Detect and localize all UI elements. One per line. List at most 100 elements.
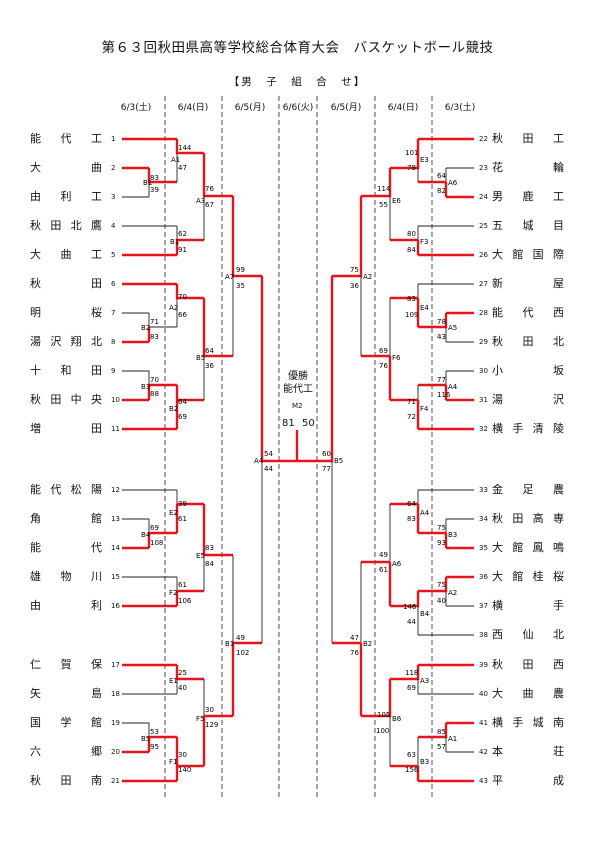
score-label-58: 54	[264, 450, 273, 458]
date-header-2: 6/5(月)	[234, 103, 266, 113]
left-seed-9: 9	[111, 367, 116, 375]
left-seed-19: 19	[111, 719, 120, 727]
right-seed-29: 29	[479, 338, 488, 346]
right-team-37: 横手	[492, 599, 564, 612]
score-label-108: A6	[392, 560, 402, 568]
right-seed-33: 33	[479, 486, 488, 494]
score-label-112: 105	[377, 711, 390, 719]
score-label-52: 99	[236, 266, 245, 274]
left-seed-7: 7	[111, 309, 116, 317]
score-label-13: 53	[150, 728, 159, 736]
score-label-14: 95	[150, 743, 159, 751]
final-score-right: 50	[302, 418, 315, 429]
score-label-1: 83	[150, 174, 159, 182]
bracket-line-140	[332, 562, 362, 644]
score-label-97: 118	[405, 669, 418, 677]
score-label-86: 109	[405, 311, 418, 319]
score-label-67: 77	[437, 376, 446, 384]
right-team-31: 湯沢	[492, 393, 564, 406]
score-label-91: 64	[407, 500, 416, 508]
score-label-9: B4	[141, 531, 151, 539]
right-team-22: 秋田工	[492, 132, 564, 145]
score-label-5: 83	[150, 333, 159, 341]
score-label-85: 83	[407, 295, 416, 303]
score-label-90: A4	[420, 509, 430, 517]
score-label-60: A6	[448, 179, 458, 187]
score-label-89: 72	[407, 413, 416, 421]
score-label-99: B3	[420, 758, 429, 766]
left-team-13: 角館	[30, 512, 102, 525]
score-label-81: F3	[420, 238, 428, 246]
score-label-40: 76	[205, 185, 214, 193]
score-label-6: B3	[141, 383, 150, 391]
score-label-11: 108	[150, 539, 163, 547]
score-label-77: 57	[437, 743, 446, 751]
left-team-11: 増田	[30, 422, 102, 435]
score-label-54: B1	[225, 640, 234, 648]
left-seed-5: 5	[111, 251, 116, 259]
score-label-25: 64	[178, 398, 187, 406]
right-team-25: 五城目	[492, 219, 564, 232]
right-team-36: 大館桂桜	[492, 570, 564, 583]
score-label-96: A3	[420, 677, 429, 685]
score-label-0: B1	[143, 179, 152, 187]
date-header-0: 6/3(土)	[120, 103, 152, 113]
left-seed-20: 20	[111, 748, 120, 756]
score-label-121: 60	[322, 450, 331, 458]
left-team-14: 能代	[30, 541, 102, 554]
right-seed-42: 42	[479, 748, 488, 756]
left-team-6: 秋田	[30, 277, 102, 290]
left-seed-4: 4	[111, 222, 116, 230]
score-label-39: A3	[196, 197, 205, 205]
score-label-113: 100	[376, 727, 389, 735]
left-seed-10: 10	[111, 396, 120, 404]
score-label-28: 39	[178, 500, 187, 508]
score-label-105: F6	[392, 354, 401, 362]
champion-label: 優勝	[288, 371, 308, 382]
right-team-34: 秋田高専	[492, 512, 564, 525]
bracket-line-63	[231, 196, 262, 278]
score-label-17: 47	[178, 164, 187, 172]
left-team-15: 雄物川	[30, 570, 102, 583]
score-label-119: 76	[350, 649, 359, 657]
score-label-44: 36	[205, 362, 214, 370]
right-seed-39: 39	[479, 661, 488, 669]
left-seed-21: 21	[111, 777, 120, 785]
score-label-33: E1	[169, 677, 178, 685]
right-seed-30: 30	[479, 367, 488, 375]
score-label-23: 66	[178, 311, 187, 319]
right-team-32: 横手清陵	[492, 422, 564, 435]
score-label-115: 75	[350, 266, 359, 274]
right-seed-35: 35	[479, 544, 488, 552]
page-title: 第６３回秋田県高等学校総合体育大会 バスケットボール競技	[101, 40, 494, 56]
left-seed-6: 6	[111, 280, 116, 288]
right-seed-28: 28	[479, 309, 488, 317]
score-label-94: 146	[403, 603, 417, 611]
score-label-47: 84	[205, 560, 214, 568]
date-header-4: 6/5(月)	[330, 103, 362, 113]
score-label-61: 64	[437, 172, 446, 180]
left-seed-1: 1	[111, 135, 116, 143]
score-label-19: 62	[178, 230, 187, 238]
right-seed-22: 22	[479, 135, 488, 143]
bracket-line-138	[332, 196, 363, 278]
score-label-69: B3	[448, 531, 457, 539]
score-label-73: 75	[437, 581, 446, 589]
score-label-4: 71	[150, 318, 159, 326]
score-label-21: A2	[169, 304, 178, 312]
score-label-26: 69	[178, 413, 187, 421]
score-label-45: E5	[196, 552, 205, 560]
score-label-102: E6	[392, 197, 401, 205]
score-label-120: B5	[334, 457, 343, 465]
score-label-64: 78	[437, 318, 446, 326]
left-team-9: 十和田	[30, 364, 102, 377]
date-header-1: 6/4(日)	[177, 103, 209, 113]
left-team-10: 秋田中央	[30, 393, 102, 406]
score-label-93: B4	[420, 610, 430, 618]
score-label-20: 91	[178, 246, 187, 254]
score-label-56: 102	[236, 649, 249, 657]
champion-team: 能代工	[283, 384, 313, 395]
right-seed-24: 24	[479, 193, 488, 201]
score-label-63: A5	[448, 324, 457, 332]
score-label-103: 114	[377, 185, 391, 193]
